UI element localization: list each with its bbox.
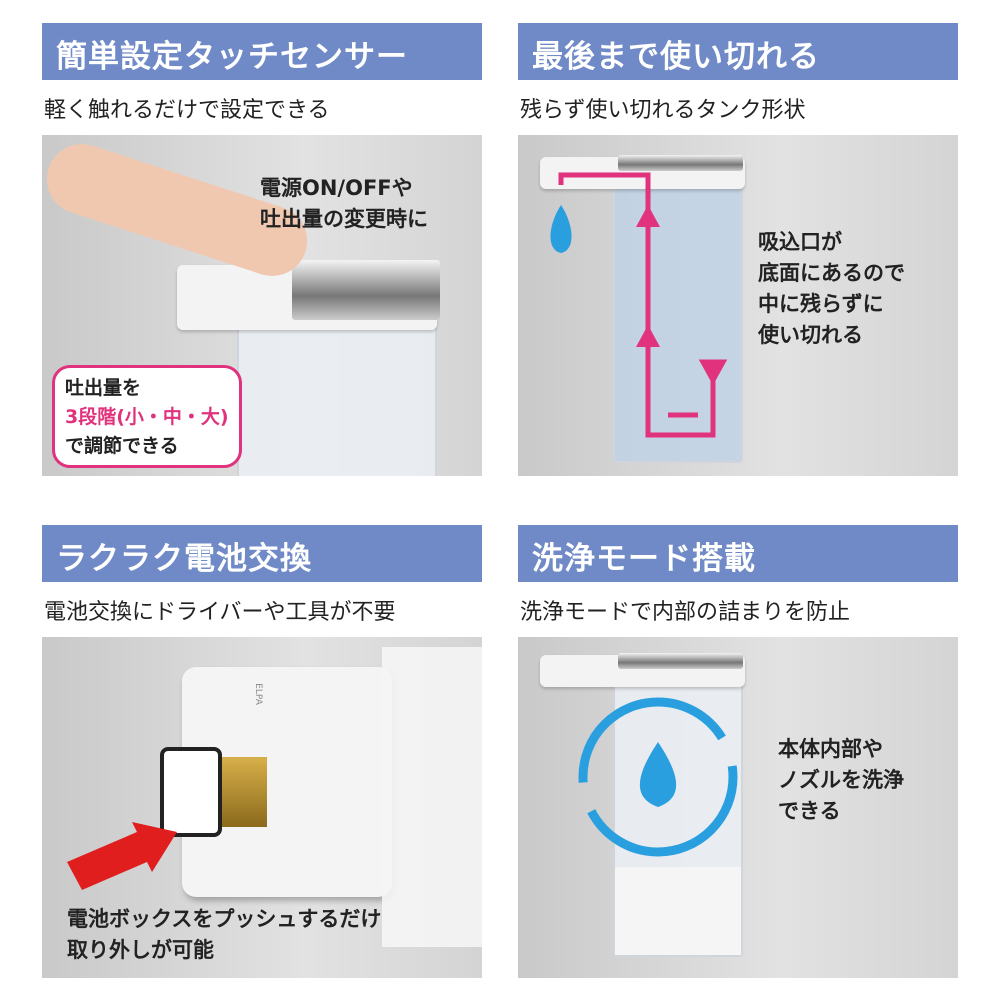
- caption: 吸込口が 底面にあるので 中に残らずに 使い切れる: [758, 227, 905, 351]
- feature-battery-change: ラクラク電池交換 電池交換にドライバーや工具が不要 ELPA 電池ボックスをプッ…: [42, 525, 482, 978]
- panel-title: 簡単設定タッチセンサー: [42, 23, 482, 80]
- speech-bubble: 吐出量を 3段階(小・中・大) で調節できる: [52, 365, 242, 468]
- water-drop-icon: [639, 742, 677, 807]
- battery-image: [222, 757, 267, 827]
- feature-use-to-last: 最後まで使い切れる 残らず使い切れるタンク形状 吸込口が 底面にあるので 中に残…: [518, 23, 958, 476]
- caption-line: 吸込口が: [758, 230, 842, 254]
- caption-line: 本体内部や: [778, 737, 883, 761]
- brand-logo: ELPA: [252, 683, 263, 705]
- caption: 本体内部や ノズルを洗浄 できる: [778, 734, 904, 827]
- feature-cleaning-mode: 洗浄モード搭載 洗浄モードで内部の詰まりを防止 本体内部や ノズルを洗浄 できる: [518, 525, 958, 978]
- flow-arrows: [550, 172, 728, 438]
- caption-line: 電池ボックスをプッシュするだけ: [67, 907, 382, 931]
- bubble-line-highlight: 3段階(小・中・大): [65, 406, 229, 428]
- product-photo: 吸込口が 底面にあるので 中に残らずに 使い切れる: [518, 135, 958, 476]
- caption: 電源ON/OFFや 吐出量の変更時に: [260, 173, 428, 235]
- panel-subtitle: 電池交換にドライバーや工具が不要: [44, 600, 396, 625]
- caption-line: 使い切れる: [758, 323, 863, 347]
- feature-touch-sensor: 簡単設定タッチセンサー 軽く触れるだけで設定できる 電源ON/OFFや 吐出量の…: [42, 23, 482, 476]
- push-arrow-icon: [67, 822, 177, 890]
- panel-subtitle: 軽く触れるだけで設定できる: [44, 98, 330, 123]
- bubble-line: で調節できる: [65, 435, 179, 457]
- water-drop-icon: [550, 205, 572, 253]
- caption: 電池ボックスをプッシュするだけ 取り外しが可能: [67, 904, 381, 966]
- circular-arrow-icon: [578, 697, 738, 857]
- caption-line: 中に残らずに: [758, 292, 884, 316]
- caption-line: 電源ON/OFFや: [260, 176, 413, 200]
- caption-line: 取り外しが可能: [67, 938, 214, 962]
- cleaning-cycle: [578, 697, 738, 857]
- caption-line: 吐出量の変更時に: [260, 207, 428, 231]
- caption-line: できる: [778, 799, 841, 823]
- caption-line: ノズルを洗浄: [778, 768, 904, 792]
- caption-line: 底面にあるので: [758, 261, 905, 285]
- product-photo: ELPA 電池ボックスをプッシュするだけ 取り外しが可能: [42, 637, 482, 978]
- bubble-line: 吐出量を: [65, 377, 142, 399]
- battery-box: [160, 747, 222, 837]
- panel-title: ラクラク電池交換: [42, 525, 482, 582]
- panel-title: 最後まで使い切れる: [518, 23, 958, 80]
- panel-title: 洗浄モード搭載: [518, 525, 958, 582]
- panel-subtitle: 残らず使い切れるタンク形状: [520, 98, 806, 123]
- product-photo: 電源ON/OFFや 吐出量の変更時に 吐出量を 3段階(小・中・大) で調節でき…: [42, 135, 482, 476]
- panel-subtitle: 洗浄モードで内部の詰まりを防止: [520, 600, 851, 625]
- product-photo: 本体内部や ノズルを洗浄 できる: [518, 637, 958, 978]
